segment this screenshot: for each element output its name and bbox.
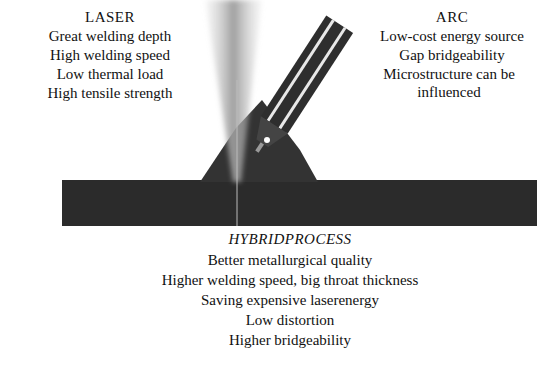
laser-benefit: Low thermal load: [57, 65, 164, 83]
laser-benefit: High welding speed: [50, 46, 170, 64]
arc-benefit: Gap bridgeability: [399, 46, 504, 64]
laser-benefit: High tensile strength: [48, 84, 173, 102]
laser-heading: LASER: [85, 8, 135, 26]
laser-axis: [237, 80, 238, 226]
hybrid-heading: HYBRIDPROCESS: [228, 230, 351, 248]
laser-beam: [205, 0, 262, 182]
arc-torch: [243, 15, 353, 160]
arc-benefit: Microstructure can be influenced: [364, 65, 534, 101]
arc-heading: ARC: [436, 8, 468, 26]
hybrid-benefit: Better metallurgical quality: [208, 251, 373, 269]
hybrid-benefit: Low distortion: [246, 311, 335, 329]
hybrid-benefit: Higher welding speed, big throat thickne…: [162, 271, 419, 289]
laser-benefit: Great welding depth: [49, 27, 171, 45]
workpiece-plate: [62, 180, 537, 226]
arc-spot: [264, 137, 270, 143]
arc-benefit: Low-cost energy source: [380, 27, 524, 45]
hybrid-benefit: Saving expensive laserenergy: [201, 291, 379, 309]
hybrid-benefit: Higher bridgeability: [229, 331, 351, 349]
